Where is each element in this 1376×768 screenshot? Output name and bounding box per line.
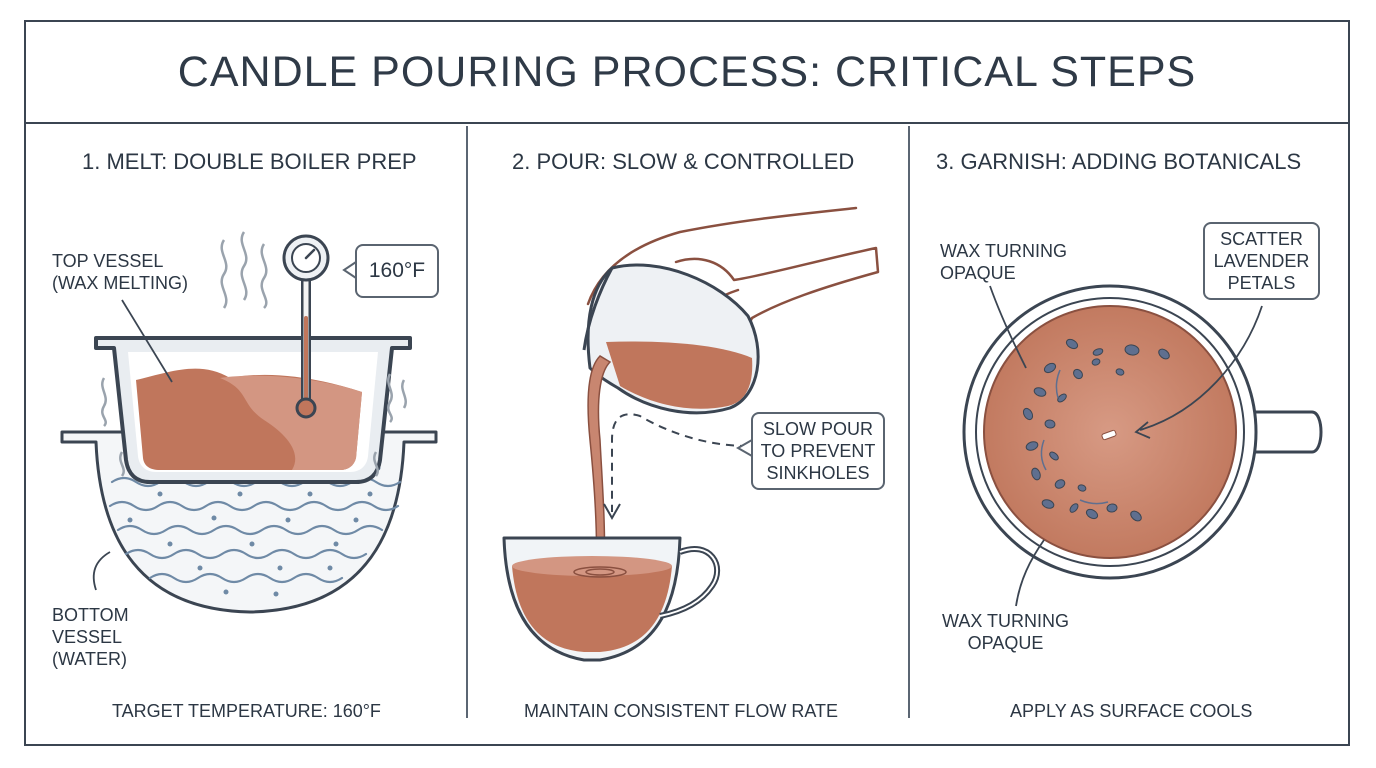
step-2-caption: MAINTAIN CONSISTENT FLOW RATE <box>524 701 839 721</box>
top-vessel-text: TOP VESSEL (WAX MELTING) <box>52 251 188 293</box>
temperature-callout: 160°F <box>355 244 439 298</box>
step-2-heading: 2. POUR: SLOW & CONTROLLED <box>512 149 855 174</box>
pitcher-icon <box>582 263 760 415</box>
page-title: CANDLE POURING PROCESS: CRITICAL STEPS <box>177 47 1197 96</box>
step-1-caption: TARGET TEMPERATURE: 160°F <box>112 701 381 721</box>
divider-left <box>466 126 468 718</box>
steam-icon <box>101 231 407 477</box>
scatter-petals-callout: SCATTER LAVENDER PETALS <box>1203 222 1320 300</box>
divider-right <box>908 126 910 718</box>
wax-opaque-label-bottom: WAX TURNING OPAQUE <box>942 611 1070 653</box>
teacup-icon <box>502 536 720 662</box>
step-3-caption: APPLY AS SURFACE COOLS <box>1010 701 1253 721</box>
mug-icon <box>962 284 1323 580</box>
bottom-vessel-text: BOTTOM VESSEL (WATER) <box>52 605 129 669</box>
bottom-vessel-label: BOTTOM VESSEL (WATER) <box>52 604 129 670</box>
lavender-petal-icon <box>1022 338 1170 522</box>
top-vessel-label: TOP VESSEL (WAX MELTING) <box>52 250 188 294</box>
title-bar: CANDLE POURING PROCESS: CRITICAL STEPS <box>26 22 1348 124</box>
step-3-heading: 3. GARNISH: ADDING BOTANICALS <box>936 149 1302 174</box>
step-1-heading: 1. MELT: DOUBLE BOILER PREP <box>82 149 417 174</box>
wax-opaque-label-top: WAX TURNING OPAQUE <box>940 241 1068 283</box>
double-boiler-icon <box>60 234 438 614</box>
slow-pour-callout: SLOW POUR TO PREVENT SINKHOLES <box>751 412 885 490</box>
